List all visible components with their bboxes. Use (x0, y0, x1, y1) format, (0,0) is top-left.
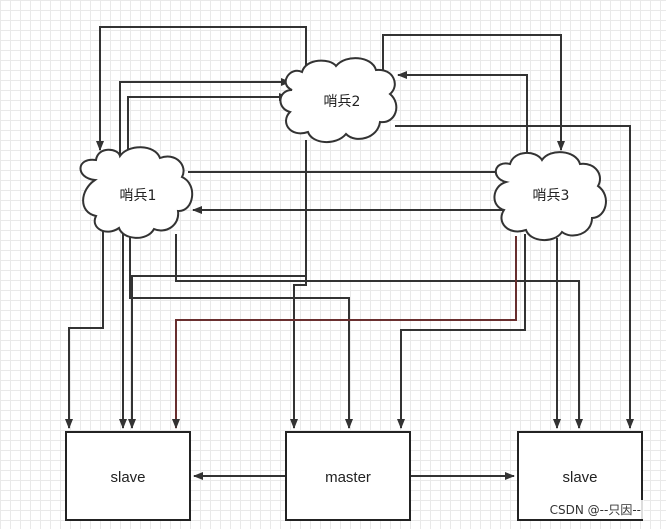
cloud-shape (279, 57, 398, 143)
slave-left-node[interactable]: slave (65, 431, 191, 521)
master-box (285, 431, 411, 521)
sentinel-1-label: 哨兵1 (120, 188, 157, 204)
connector-s2-to-s3 (382, 34, 565, 151)
connector-s3-to-slave-left-highlight (172, 236, 517, 429)
watermark: CSDN @--只因-- (546, 500, 644, 519)
connector-s1-to-s2-b (127, 93, 289, 158)
connector-s1-to-master (129, 232, 353, 429)
connector-s1-to-slave-left-a (65, 230, 104, 429)
master-node[interactable]: master (285, 431, 411, 521)
sentinel-3-label: 哨兵3 (533, 188, 570, 204)
connector-highlight-overlay (175, 236, 517, 428)
connections (65, 26, 634, 429)
master-label: master (325, 469, 371, 486)
connector-s2-top-to-s1 (96, 26, 307, 151)
connector-s3-to-master (397, 234, 526, 429)
slave-left-label: slave (110, 469, 145, 486)
connector-s2-to-slave-right (395, 125, 634, 429)
sentinel-3[interactable]: 哨兵3 (493, 151, 607, 241)
sentinel-1[interactable]: 哨兵1 (79, 146, 193, 239)
connector-s2-to-master (290, 140, 307, 429)
connector-s3-to-s2 (397, 71, 528, 158)
slave-right-label: slave (562, 469, 597, 486)
connector-s1-to-s2-a (119, 78, 291, 158)
sentinel-2-label: 哨兵2 (324, 94, 361, 110)
slave-left-box (65, 431, 191, 521)
connector-s1-to-slave-right (175, 234, 583, 429)
cloud-shape (79, 146, 193, 239)
cloud-shape (493, 151, 607, 241)
sentinel-2[interactable]: 哨兵2 (279, 57, 398, 143)
